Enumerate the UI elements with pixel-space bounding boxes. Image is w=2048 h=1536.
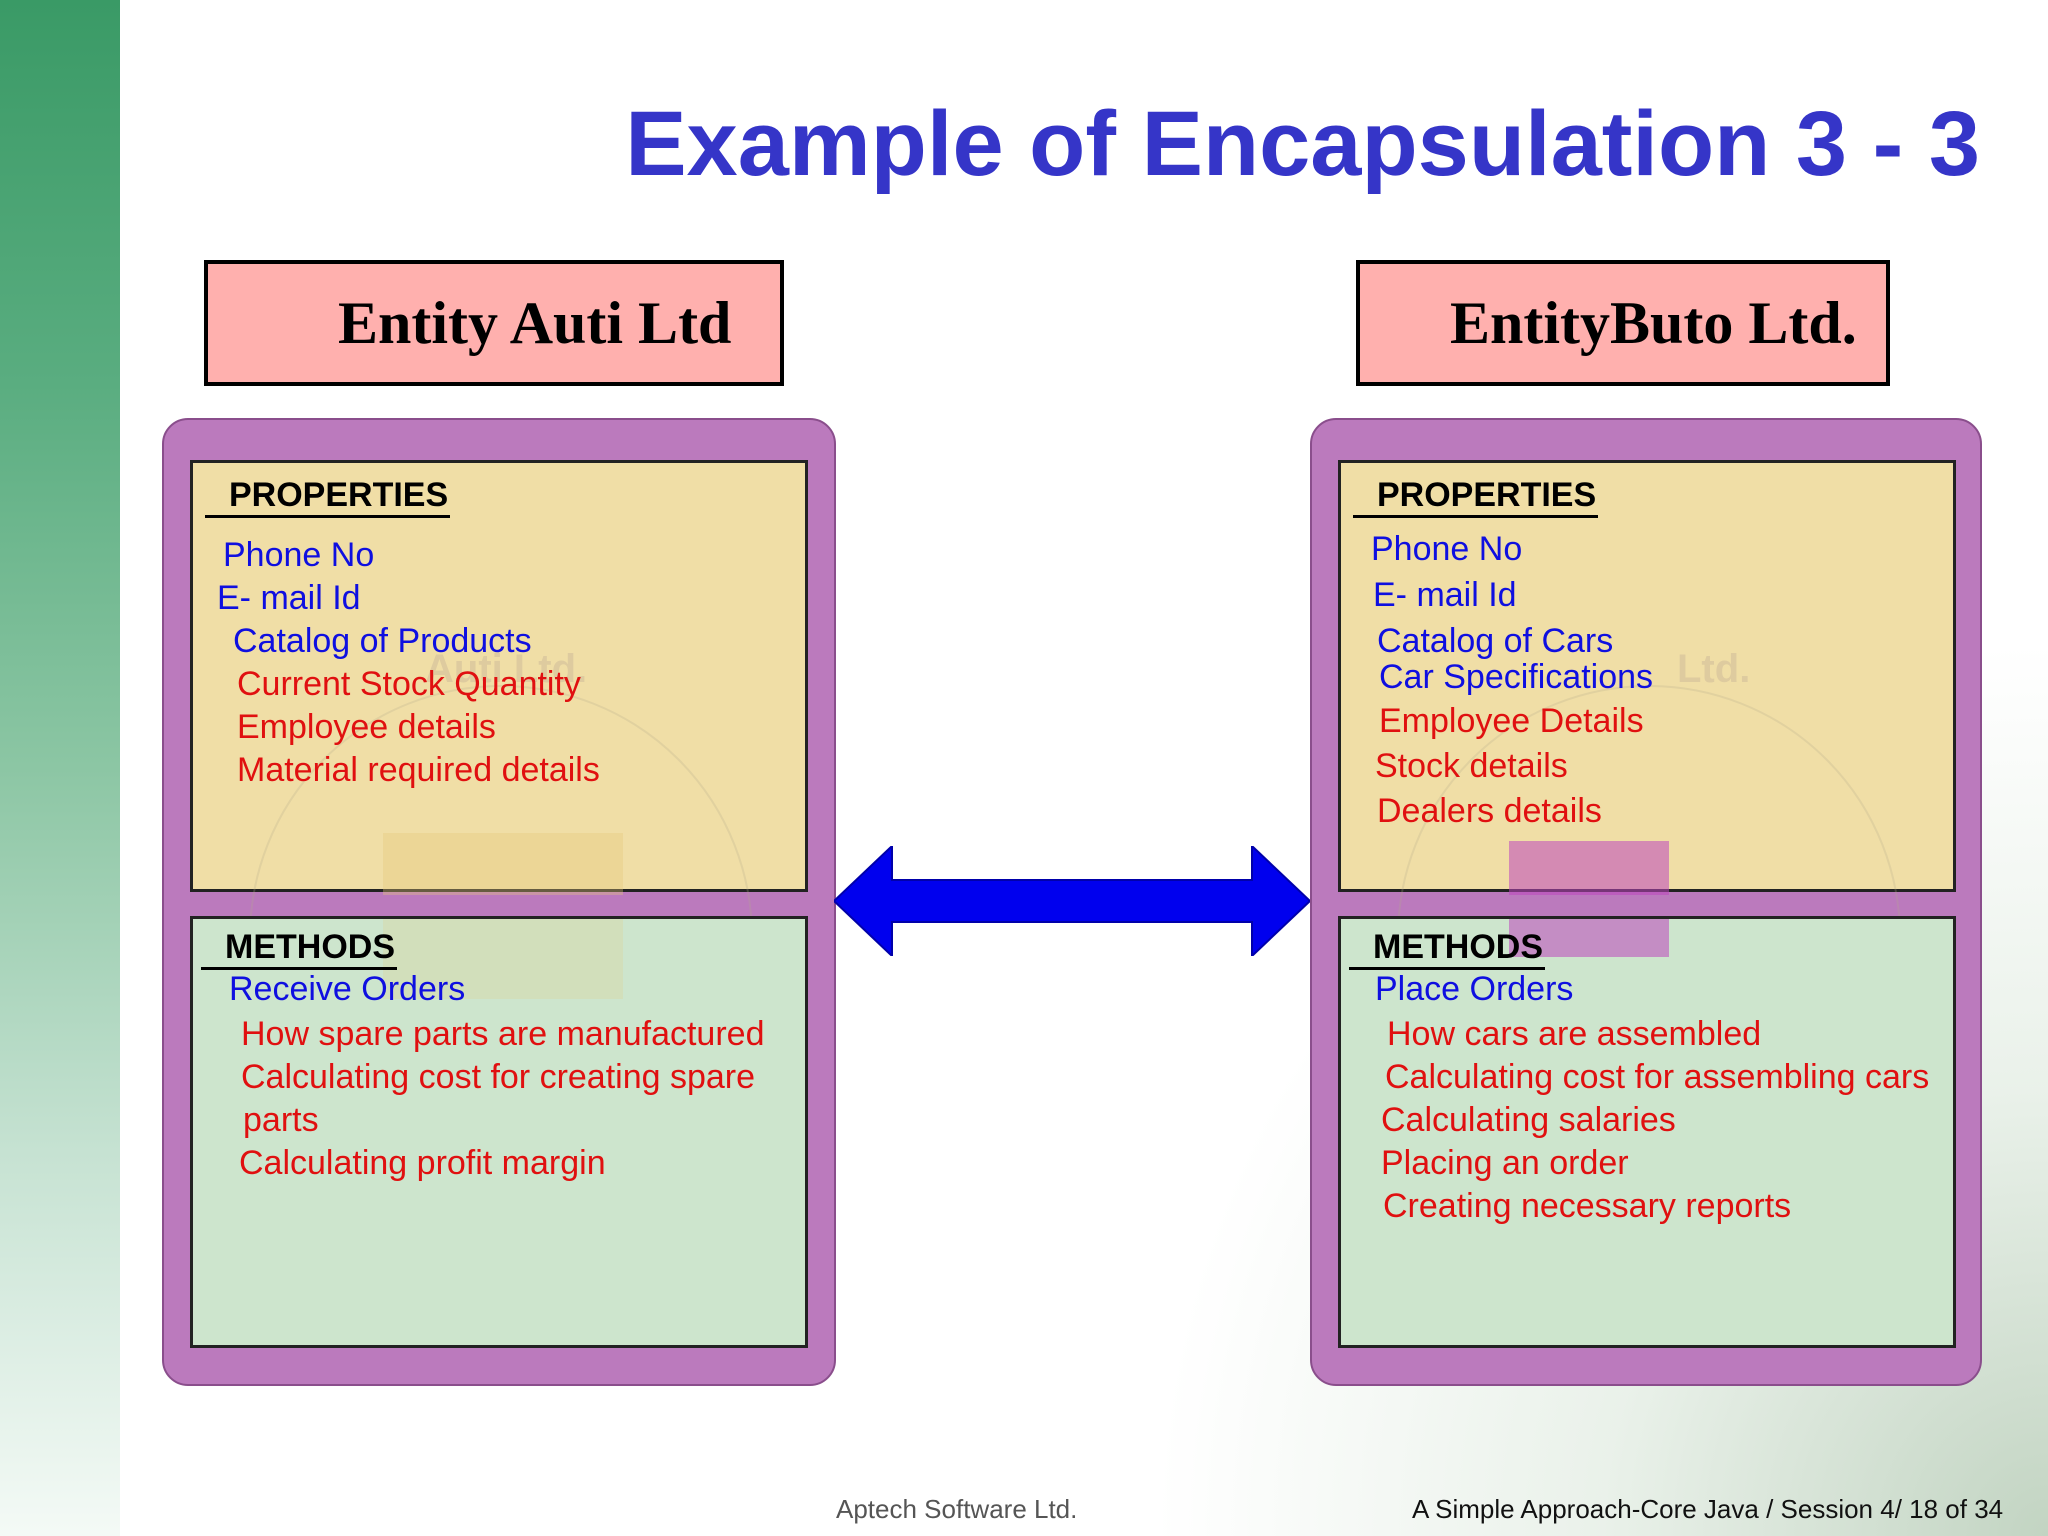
buto-properties-box: Ltd. PROPERTIES Phone No E- mail Id Cata… bbox=[1338, 460, 1956, 1189]
auti-property-item: E- mail Id bbox=[217, 579, 361, 617]
entity-buto-title: EntityButo Ltd. bbox=[1356, 260, 1890, 386]
buto-method-item: Placing an order bbox=[1381, 1144, 1629, 1182]
slide-title: Example of Encapsulation 3 - 3 bbox=[625, 93, 1980, 195]
footer-company: Aptech Software Ltd. bbox=[836, 1494, 1078, 1524]
buto-methods-box: METHODS Place Orders How cars are assemb… bbox=[1338, 916, 1956, 1348]
auti-method-item: parts bbox=[243, 1101, 319, 1139]
buto-methods-heading: METHODS bbox=[1349, 927, 1545, 970]
buto-property-item: Catalog of Cars bbox=[1377, 622, 1614, 660]
entity-buto-panel: Ltd. PROPERTIES Phone No E- mail Id Cata… bbox=[1310, 418, 1982, 1386]
auti-watermark-text: Auti Ltd. bbox=[425, 647, 588, 691]
entity-auti-panel: Auti Ltd. PROPERTIES Phone No E- mail Id… bbox=[162, 418, 836, 1386]
buto-method-item: Place Orders bbox=[1375, 970, 1574, 1008]
auti-property-item: Material required details bbox=[237, 751, 600, 789]
auti-method-item: Receive Orders bbox=[229, 970, 466, 1008]
auti-method-item: Calculating profit margin bbox=[239, 1144, 606, 1182]
buto-property-item: Dealers details bbox=[1377, 792, 1602, 830]
buto-property-item: Employee Details bbox=[1379, 702, 1644, 740]
buto-method-item: Creating necessary reports bbox=[1383, 1187, 1792, 1225]
auti-property-item: Phone No bbox=[223, 536, 375, 574]
buto-method-item: Calculating cost for assembling cars bbox=[1385, 1058, 1930, 1096]
auti-method-item: How spare parts are manufactured bbox=[241, 1015, 765, 1053]
auti-property-item: Employee details bbox=[237, 708, 496, 746]
car-factory-watermark-icon bbox=[1509, 919, 1669, 957]
auti-properties-heading: PROPERTIES bbox=[205, 475, 451, 518]
auti-method-item: Calculating cost for creating spare bbox=[241, 1058, 756, 1096]
buto-watermark-text: Ltd. bbox=[1677, 647, 1751, 691]
auti-property-item: Current Stock Quantity bbox=[237, 665, 581, 703]
buto-method-item: Calculating salaries bbox=[1381, 1101, 1676, 1139]
auti-properties-box: Auti Ltd. PROPERTIES Phone No E- mail Id… bbox=[190, 460, 808, 1189]
factory-watermark-icon bbox=[383, 919, 623, 999]
auti-property-item: Catalog of Products bbox=[233, 622, 532, 660]
buto-property-item: Car Specifications bbox=[1379, 658, 1654, 696]
auti-methods-heading: METHODS bbox=[201, 927, 397, 970]
buto-property-item: E- mail Id bbox=[1373, 576, 1517, 614]
green-side-bar bbox=[0, 0, 120, 1536]
buto-method-item: How cars are assembled bbox=[1387, 1015, 1762, 1053]
auti-methods-box: METHODS Receive Orders How spare parts a… bbox=[190, 916, 808, 1348]
buto-properties-heading: PROPERTIES bbox=[1353, 475, 1599, 518]
double-headed-arrow-icon bbox=[834, 846, 1310, 956]
factory-watermark-icon bbox=[383, 833, 623, 895]
car-factory-watermark-icon bbox=[1509, 841, 1669, 895]
footer-course-session: A Simple Approach-Core Java / Session 4/… bbox=[1412, 1494, 2004, 1524]
buto-property-item: Phone No bbox=[1371, 530, 1523, 568]
buto-property-item: Stock details bbox=[1375, 747, 1568, 785]
entity-auti-title: Entity Auti Ltd bbox=[204, 260, 784, 386]
